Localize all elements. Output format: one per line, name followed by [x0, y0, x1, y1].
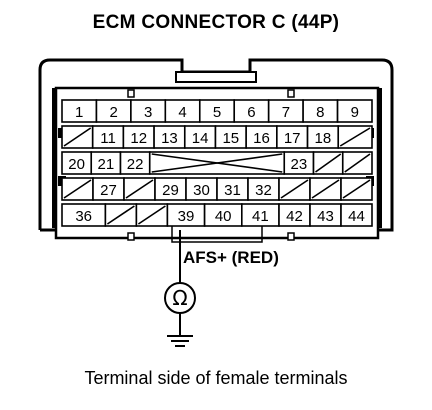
terminal-2: 2 [95, 99, 132, 123]
terminal-blank [135, 203, 169, 227]
terminal-label: 5 [213, 104, 221, 121]
terminal-label: 22 [127, 156, 144, 173]
terminal-label: 27 [100, 182, 117, 199]
terminal-27: 27 [92, 177, 125, 201]
terminal-blank [123, 177, 156, 201]
terminal-blank [104, 203, 138, 227]
terminal-blank [312, 151, 344, 175]
ohm-symbol: Ω [172, 286, 187, 310]
wire-label: AFS+ (RED) [183, 248, 279, 267]
terminal-label: 16 [253, 130, 270, 147]
terminal-label: 2 [109, 104, 117, 121]
terminal-label: 3 [144, 104, 152, 121]
terminal-22: 22 [119, 151, 151, 175]
terminal-17: 17 [276, 125, 309, 149]
terminal-label: 11 [100, 130, 116, 147]
terminal-32: 32 [247, 177, 280, 201]
terminal-blank [309, 177, 342, 201]
terminal-label: 29 [162, 182, 179, 199]
terminal-5: 5 [198, 99, 236, 123]
terminal-label: 31 [224, 182, 241, 199]
peg-top-right [287, 89, 295, 98]
terminal-30: 30 [185, 177, 218, 201]
terminal-label: 18 [315, 130, 332, 147]
terminal-15: 15 [214, 125, 247, 149]
terminal-44: 44 [340, 203, 373, 227]
terminal-9: 9 [336, 99, 373, 123]
terminal-4: 4 [164, 99, 201, 123]
terminal-blank [61, 177, 94, 201]
terminal-label: 41 [252, 208, 269, 225]
terminal-label: 15 [222, 130, 239, 147]
caption: Terminal side of female terminals [84, 368, 348, 388]
terminal-36: 36 [61, 203, 107, 227]
terminal-label: 23 [291, 156, 308, 173]
terminal-21: 21 [90, 151, 122, 175]
terminal-label: 43 [317, 208, 334, 225]
terminal-40: 40 [203, 203, 243, 227]
peg-bottom-right [287, 232, 295, 241]
terminal-18: 18 [306, 125, 340, 149]
terminal-label: 6 [247, 104, 255, 121]
diagram-title: ECM CONNECTOR C (44P) [92, 12, 340, 33]
terminal-7: 7 [267, 99, 304, 123]
terminal-blank [340, 177, 373, 201]
terminal-11: 11 [91, 125, 125, 149]
terminal-blank [337, 125, 373, 149]
terminal-label: 20 [68, 156, 85, 173]
terminal-label: 17 [284, 130, 301, 147]
peg-top-left [127, 89, 135, 98]
terminal-blank-cross [148, 151, 286, 175]
terminal-14: 14 [183, 125, 217, 149]
terminal-1: 1 [61, 99, 98, 123]
terminal-label: 40 [215, 208, 232, 225]
terminal-20: 20 [61, 151, 93, 175]
terminal-label: 39 [178, 208, 195, 225]
terminal-blank [341, 151, 373, 175]
terminal-label: 4 [178, 104, 186, 121]
terminal-label: 30 [193, 182, 210, 199]
terminal-31: 31 [216, 177, 249, 201]
terminal-label: 1 [75, 104, 83, 121]
terminal-label: 12 [130, 130, 147, 147]
terminal-12: 12 [122, 125, 155, 149]
locking-tab [175, 71, 257, 83]
terminal-label: 7 [282, 104, 290, 121]
terminal-23: 23 [283, 151, 315, 175]
terminal-blank [61, 125, 94, 149]
terminal-8: 8 [302, 99, 339, 123]
terminal-label: 14 [192, 130, 209, 147]
terminal-blank [278, 177, 311, 201]
terminal-42: 42 [278, 203, 311, 227]
terminal-29: 29 [154, 177, 187, 201]
terminal-label: 42 [286, 208, 303, 225]
terminal-39: 39 [166, 203, 206, 227]
terminal-label: 32 [255, 182, 272, 199]
terminal-label: 8 [316, 104, 324, 121]
terminal-label: 9 [351, 104, 359, 121]
terminal-label: 44 [348, 208, 365, 225]
terminal-13: 13 [153, 125, 186, 149]
terminal-label: 13 [161, 130, 178, 147]
terminal-41: 41 [241, 203, 280, 227]
peg-bottom-left [127, 232, 135, 241]
terminal-16: 16 [245, 125, 278, 149]
terminal-3: 3 [130, 99, 167, 123]
terminal-43: 43 [309, 203, 342, 227]
terminal-6: 6 [233, 99, 270, 123]
ground-icon [167, 335, 193, 347]
terminal-label: 21 [98, 156, 115, 173]
terminal-label: 36 [75, 208, 92, 225]
afs-wire-bracket [171, 226, 263, 243]
